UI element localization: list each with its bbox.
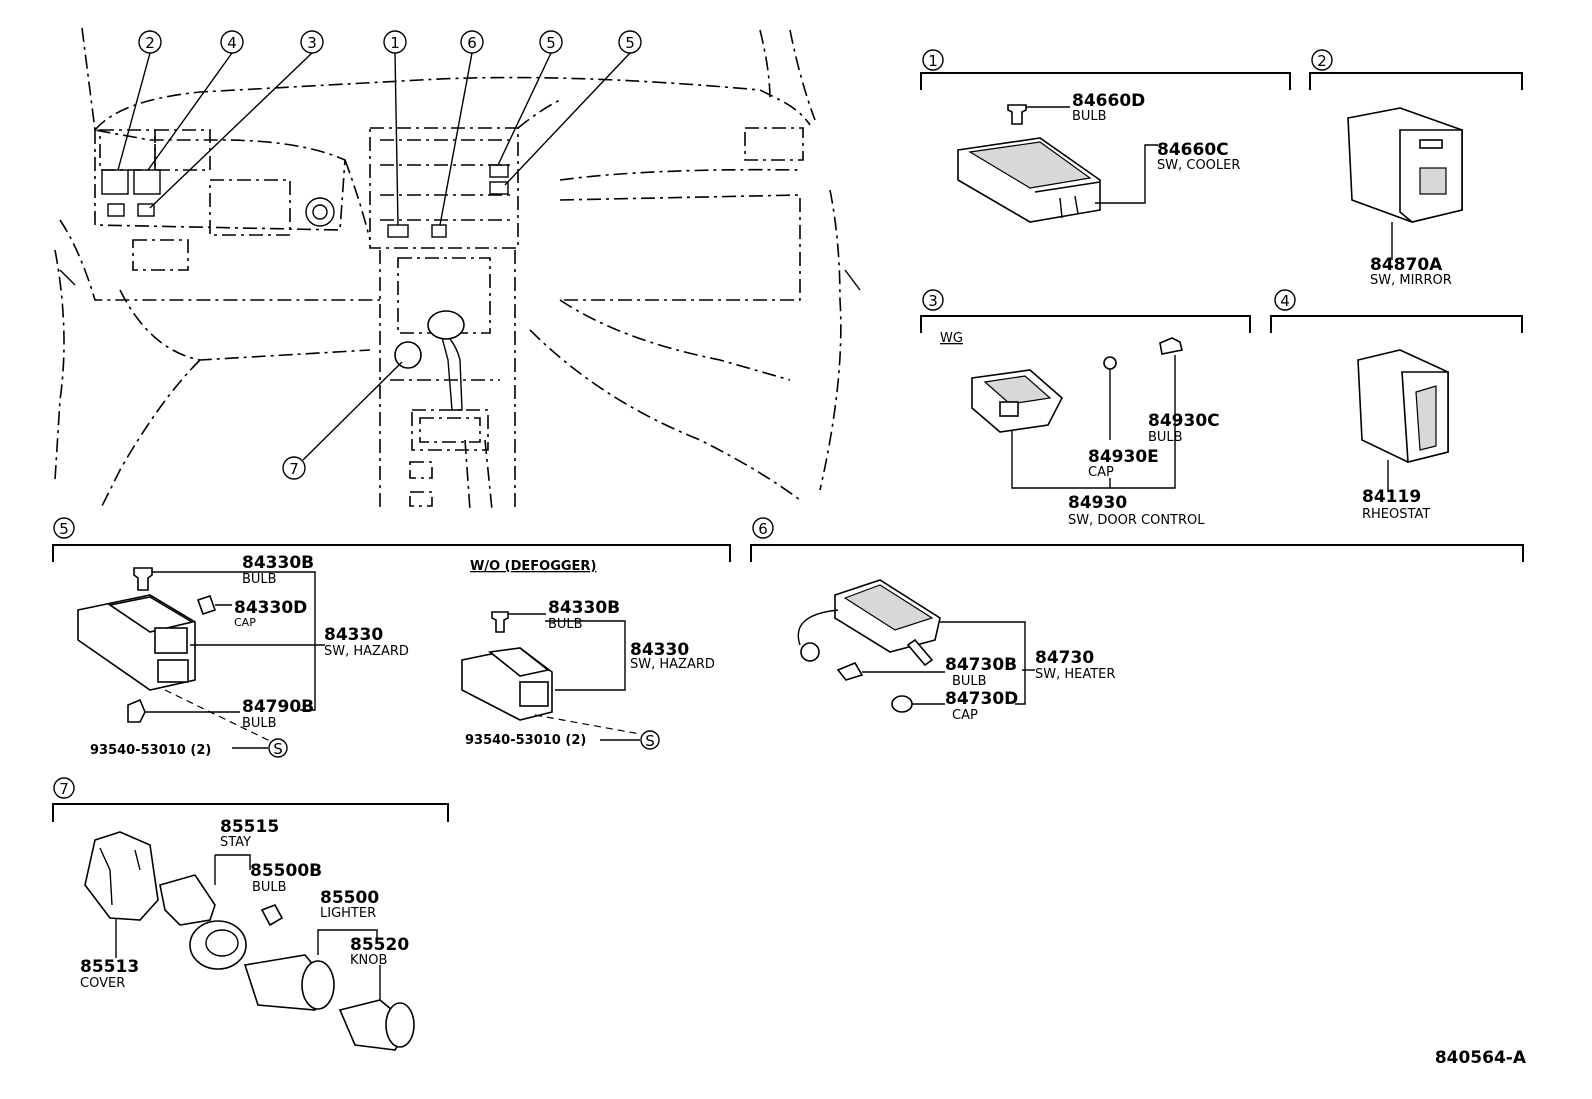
svg-text:7: 7 [59, 780, 69, 798]
svg-text:SW, MIRROR: SW, MIRROR [1370, 273, 1452, 288]
svg-text:BULB: BULB [1148, 430, 1183, 445]
overview-callout-4: 4 [147, 30, 244, 171]
svg-text:S: S [645, 732, 655, 750]
svg-text:84330B: 84330B [548, 598, 620, 618]
svg-text:93540-53010 (2): 93540-53010 (2) [90, 743, 211, 758]
overview-callout-2: 2 [117, 30, 162, 171]
svg-text:S: S [273, 740, 283, 758]
overview-callout-5b: 5 [504, 30, 642, 186]
svg-text:BULB: BULB [1072, 109, 1107, 124]
overview-callout-6: 6 [439, 30, 484, 226]
section-3-door-control-switch: 3 WG 84930C BULB 84930E CAP 84930 SW, DO… [920, 289, 1251, 528]
svg-text:2: 2 [1317, 52, 1327, 70]
svg-text:93540-53010 (2): 93540-53010 (2) [465, 733, 586, 748]
svg-text:W/O (DEFOGGER): W/O (DEFOGGER) [470, 559, 596, 574]
svg-text:BULB: BULB [242, 572, 277, 587]
svg-text:SW, HEATER: SW, HEATER [1035, 667, 1115, 682]
svg-text:SW, DOOR CONTROL: SW, DOOR CONTROL [1068, 513, 1205, 528]
svg-text:SW, HAZARD: SW, HAZARD [324, 644, 409, 659]
svg-text:84870A: 84870A [1370, 255, 1443, 275]
svg-text:84330: 84330 [630, 640, 689, 660]
section-6-heater-switch: 6 84730B BULB 84730D CAP 84730 SW, HEATE… [750, 517, 1524, 723]
svg-text:84930: 84930 [1068, 493, 1127, 513]
svg-text:BULB: BULB [952, 674, 987, 689]
svg-text:1: 1 [390, 34, 400, 52]
svg-text:84930C: 84930C [1148, 411, 1220, 431]
svg-text:BULB: BULB [252, 880, 287, 895]
svg-text:84790B: 84790B [242, 697, 314, 717]
svg-text:3: 3 [928, 292, 938, 310]
svg-text:85513: 85513 [80, 957, 139, 977]
svg-text:SW, HAZARD: SW, HAZARD [630, 657, 715, 672]
svg-text:LIGHTER: LIGHTER [320, 906, 376, 921]
svg-text:5: 5 [546, 34, 556, 52]
svg-text:5: 5 [625, 34, 635, 52]
svg-text:CAP: CAP [952, 708, 978, 723]
section-2-mirror-switch: 2 84870A SW, MIRROR [1309, 49, 1523, 288]
svg-text:84119: 84119 [1362, 487, 1421, 507]
svg-text:BULB: BULB [242, 716, 277, 731]
svg-text:STAY: STAY [220, 835, 251, 850]
section-5-hazard-switch: 5 S 84330B BULB 84330D CAP 84330 SW, HAZ… [52, 517, 731, 758]
dashboard-overview: 2 4 3 1 6 5 5 [54, 27, 861, 511]
svg-text:2: 2 [145, 34, 155, 52]
overview-callout-7: 7 [282, 361, 403, 480]
svg-text:84930E: 84930E [1088, 447, 1159, 467]
svg-text:85520: 85520 [350, 935, 409, 955]
svg-text:5: 5 [59, 520, 69, 538]
svg-text:85515: 85515 [220, 817, 279, 837]
svg-text:BULB: BULB [548, 617, 583, 632]
svg-text:84730B: 84730B [945, 655, 1017, 675]
svg-text:85500: 85500 [320, 888, 379, 908]
svg-text:4: 4 [227, 34, 237, 52]
svg-text:84730: 84730 [1035, 648, 1094, 668]
svg-text:RHEOSTAT: RHEOSTAT [1362, 507, 1430, 522]
section-1-cooler-switch: 1 84660D BULB 84660C SW, COOLER [920, 49, 1291, 223]
svg-text:7: 7 [289, 460, 299, 478]
svg-text:SW, COOLER: SW, COOLER [1157, 158, 1240, 173]
section-4-rheostat: 4 84119 RHEOSTAT [1270, 289, 1523, 522]
svg-text:6: 6 [467, 34, 477, 52]
svg-text:KNOB: KNOB [350, 953, 387, 968]
svg-text:4: 4 [1280, 292, 1290, 310]
section-7-cigarette-lighter: 7 85515 STAY 85500B BULB 85500 LIGHTER 8… [52, 777, 449, 1051]
svg-text:COVER: COVER [80, 976, 125, 991]
svg-text:84330B: 84330B [242, 553, 314, 573]
overview-callout-3: 3 [149, 30, 324, 209]
svg-text:6: 6 [758, 520, 768, 538]
svg-text:84330D: 84330D [234, 598, 307, 618]
svg-text:CAP: CAP [1088, 465, 1114, 480]
svg-text:84730D: 84730D [945, 689, 1018, 709]
svg-text:CAP: CAP [234, 616, 256, 629]
svg-text:84660C: 84660C [1157, 140, 1229, 160]
overview-callout-1: 1 [383, 30, 407, 226]
figure-id: 840564-A [1435, 1048, 1527, 1068]
svg-text:84330: 84330 [324, 625, 383, 645]
overview-callout-5a: 5 [497, 30, 563, 166]
svg-text:84660D: 84660D [1072, 91, 1145, 111]
svg-text:3: 3 [307, 34, 317, 52]
svg-text:1: 1 [928, 52, 938, 70]
svg-text:WG: WG [940, 331, 963, 346]
svg-text:85500B: 85500B [250, 861, 322, 881]
